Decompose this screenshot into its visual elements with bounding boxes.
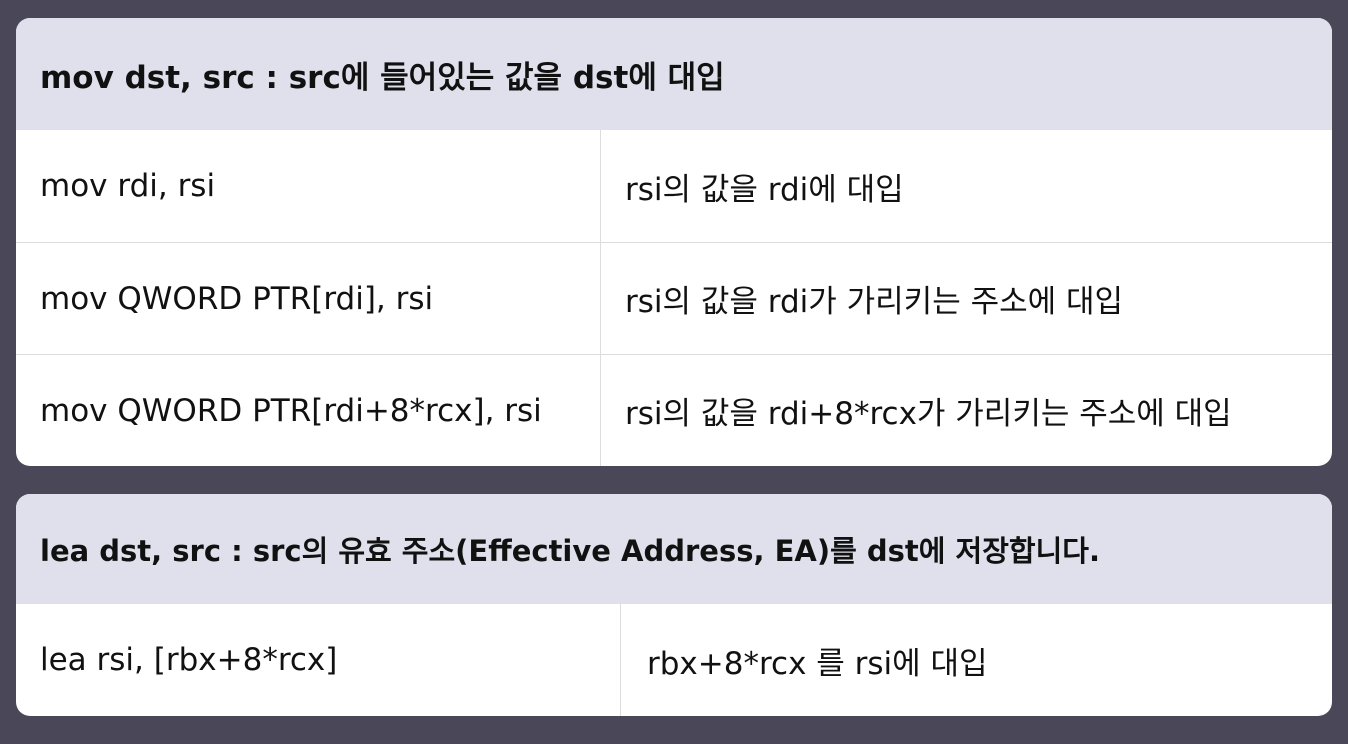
code-cell: mov rdi, rsi [16, 130, 601, 242]
mov-instruction-card: mov dst, src : src에 들어있는 값을 dst에 대입 mov … [16, 18, 1332, 466]
mov-rows: mov rdi, rsi rsi의 값을 rdi에 대입 mov QWORD P… [16, 130, 1332, 466]
lea-card-title: lea dst, src : src의 유효 주소(Effective Addr… [16, 494, 1332, 604]
lea-rows: lea rsi, [rbx+8*rcx] rbx+8*rcx 를 rsi에 대입 [16, 604, 1332, 716]
code-cell: mov QWORD PTR[rdi+8*rcx], rsi [16, 355, 601, 466]
table-row: mov rdi, rsi rsi의 값을 rdi에 대입 [16, 130, 1332, 242]
table-row: mov QWORD PTR[rdi], rsi rsi의 값을 rdi가 가리키… [16, 242, 1332, 354]
code-cell: mov QWORD PTR[rdi], rsi [16, 243, 601, 354]
description-cell: rsi의 값을 rdi에 대입 [625, 171, 904, 208]
description-cell: rbx+8*rcx 를 rsi에 대입 [647, 645, 988, 682]
table-row: lea rsi, [rbx+8*rcx] rbx+8*rcx 를 rsi에 대입 [16, 604, 1332, 716]
description-cell: rsi의 값을 rdi+8*rcx가 가리키는 주소에 대입 [625, 396, 1232, 432]
mov-card-title: mov dst, src : src에 들어있는 값을 dst에 대입 [16, 18, 1332, 130]
lea-instruction-card: lea dst, src : src의 유효 주소(Effective Addr… [16, 494, 1332, 716]
description-cell: rsi의 값을 rdi가 가리키는 주소에 대입 [625, 284, 1124, 320]
table-row: mov QWORD PTR[rdi+8*rcx], rsi rsi의 값을 rd… [16, 354, 1332, 466]
code-cell: lea rsi, [rbx+8*rcx] [16, 604, 621, 716]
